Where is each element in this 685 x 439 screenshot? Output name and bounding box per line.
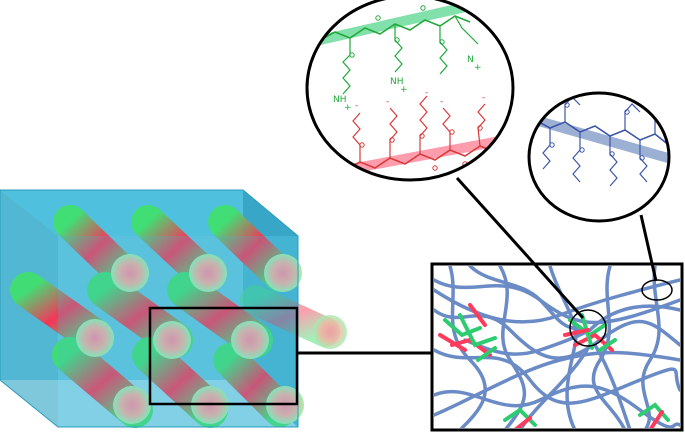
charge-label: + [344,103,352,113]
network-zoom-panel [430,262,684,432]
carboxylate-label: - [386,97,389,107]
carboxylate-label: - [355,101,358,111]
amine-label: N [467,55,474,65]
carboxylate-label: - [440,97,443,107]
amine-label: NH [333,95,347,105]
connector-to-big-circle [455,176,585,320]
rod-end-cap [189,254,227,292]
cylinder-morphology-block [0,189,347,428]
blue-carbonyls [549,102,645,161]
rod-end-cap [264,254,302,292]
rod-end-cap [111,254,149,292]
rod-end-cap [76,319,114,357]
connector-to-small-circle [639,214,658,282]
carboxylate-label: - [425,88,428,98]
junction-domains [438,303,670,428]
blue-matrix-circle [527,91,671,223]
red-backbone-highlight [344,135,506,175]
carboxylate-label: - [482,93,485,103]
block-outline [0,189,299,428]
small-circle-outline [527,91,671,223]
amine-label: NH [390,77,404,87]
rod-end-cap [113,386,151,424]
junction-bottom [503,402,670,428]
rod [240,285,340,347]
junction-center [563,313,617,352]
big-circle-background [307,0,513,180]
green-backbone-highlight [318,1,472,45]
blue-backbone [534,119,669,147]
green-red-junction-circle: NH NH N + + + [305,0,515,182]
rod-end-cap [153,321,191,359]
green-carbonyls [349,5,445,58]
rod-end-cap [313,315,347,349]
charge-label: + [400,85,408,95]
junction-marker-circle [569,309,607,347]
rod-end-cap [231,321,269,359]
big-circle-outline [305,0,515,182]
red-backbone [344,141,506,171]
block-front-overlay [58,236,298,427]
charge-label: + [474,63,482,73]
junction-left [438,303,497,362]
blue-backbone-highlight [533,115,669,165]
selection-rectangle [148,306,299,406]
